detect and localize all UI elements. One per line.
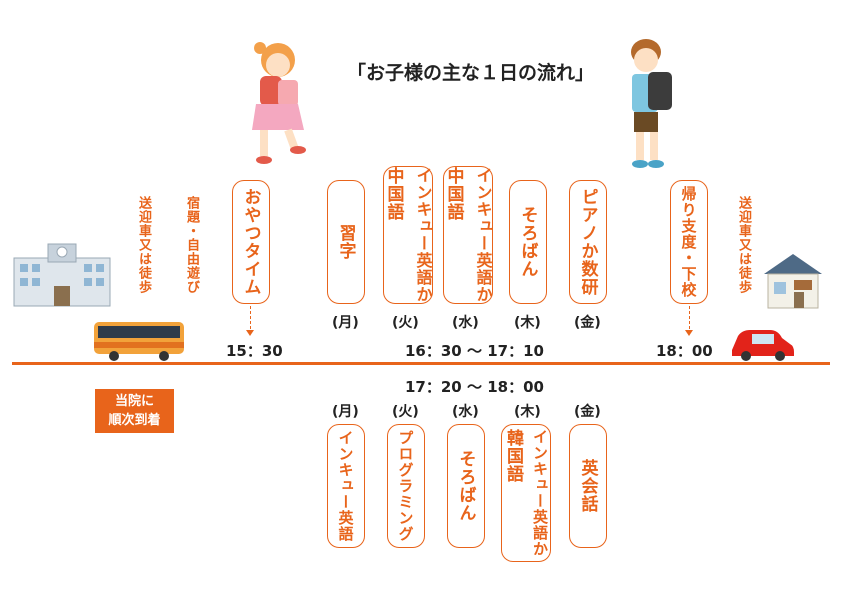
slot2-wed-label: そろばん bbox=[455, 450, 476, 522]
page-title: 「お子様の主な１日の流れ」 bbox=[346, 62, 594, 84]
slot1-thu-label: そろばん bbox=[517, 206, 538, 278]
slot2-thu-sub: 韓国語 bbox=[503, 429, 523, 483]
slot1-mon-label: 習字 bbox=[335, 224, 356, 260]
slot2-mon-day: (月) bbox=[332, 404, 359, 420]
slot2-tue-label: プログラミング bbox=[396, 430, 415, 542]
slot1-tue-label: インキュー英語か bbox=[413, 167, 433, 303]
slot2-thu-label: インキュー英語か bbox=[531, 429, 549, 557]
arrival-line1: 当院に bbox=[114, 394, 154, 409]
slot2-time: 17：20 〜 18：00 bbox=[405, 378, 544, 396]
bus-icon bbox=[94, 322, 184, 361]
departure-label: 帰り支度・下校 bbox=[679, 186, 698, 298]
slot2-thu-box: インキュー英語か 韓国語 bbox=[501, 424, 551, 562]
snack-connector bbox=[250, 306, 252, 334]
slot1-tue-sub: 中国語 bbox=[383, 167, 404, 221]
slot1-thu-box: そろばん bbox=[509, 180, 547, 304]
departure-time: 18：00 bbox=[656, 342, 713, 360]
slot2-fri-day: (金) bbox=[574, 404, 601, 420]
slot1-tue-box: インキュー英語か 中国語 bbox=[383, 166, 433, 304]
slot1-mon-box: 習字 bbox=[327, 180, 365, 304]
slot2-wed-day: (水) bbox=[452, 404, 479, 420]
snack-time-box: おやつタイム bbox=[232, 180, 270, 304]
slot1-time: 16：30 〜 17：10 bbox=[405, 342, 544, 360]
slot1-wed-label: インキュー英語か bbox=[473, 167, 493, 303]
slot1-tue-day: (火) bbox=[392, 315, 419, 331]
departure-connector bbox=[689, 306, 691, 334]
slot2-tue-box: プログラミング bbox=[387, 424, 425, 548]
slot2-wed-box: そろばん bbox=[447, 424, 485, 548]
snack-time: 15：30 bbox=[226, 342, 283, 360]
departure-box: 帰り支度・下校 bbox=[670, 180, 708, 304]
arrival-badge: 当院に 順次到着 bbox=[95, 389, 174, 433]
slot1-wed-sub: 中国語 bbox=[443, 167, 464, 221]
car-icon bbox=[732, 330, 794, 361]
slot1-fri-box: ピアノか数研 bbox=[569, 180, 607, 304]
timeline bbox=[12, 362, 830, 365]
slot2-fri-box: 英会話 bbox=[569, 424, 607, 548]
slot1-wed-box: インキュー英語か 中国語 bbox=[443, 166, 493, 304]
school-icon bbox=[13, 243, 111, 307]
slot1-fri-label: ピアノか数研 bbox=[577, 188, 598, 296]
slot2-mon-label: インキュー英語 bbox=[336, 430, 355, 542]
slot1-wed-day: (水) bbox=[452, 315, 479, 331]
snack-time-label: おやつタイム bbox=[240, 188, 261, 296]
homework-text: 宿題・自由遊び bbox=[184, 196, 199, 294]
commute-text-right: 送迎車又は徒歩 bbox=[736, 196, 751, 294]
slot1-mon-day: (月) bbox=[332, 315, 359, 331]
slot2-thu-day: (木) bbox=[514, 404, 541, 420]
commute-text-left: 送迎車又は徒歩 bbox=[136, 196, 151, 294]
slot2-fri-label: 英会話 bbox=[577, 459, 598, 513]
slot1-fri-day: (金) bbox=[574, 315, 601, 331]
slot2-tue-day: (火) bbox=[392, 404, 419, 420]
girl-illustration bbox=[252, 42, 306, 164]
snack-arrow-icon bbox=[246, 330, 254, 336]
boy-illustration bbox=[631, 39, 672, 168]
departure-arrow-icon bbox=[685, 330, 693, 336]
arrival-line2: 順次到着 bbox=[108, 413, 161, 428]
house-icon bbox=[764, 254, 822, 309]
slot2-mon-box: インキュー英語 bbox=[327, 424, 365, 548]
slot1-thu-day: (木) bbox=[514, 315, 541, 331]
